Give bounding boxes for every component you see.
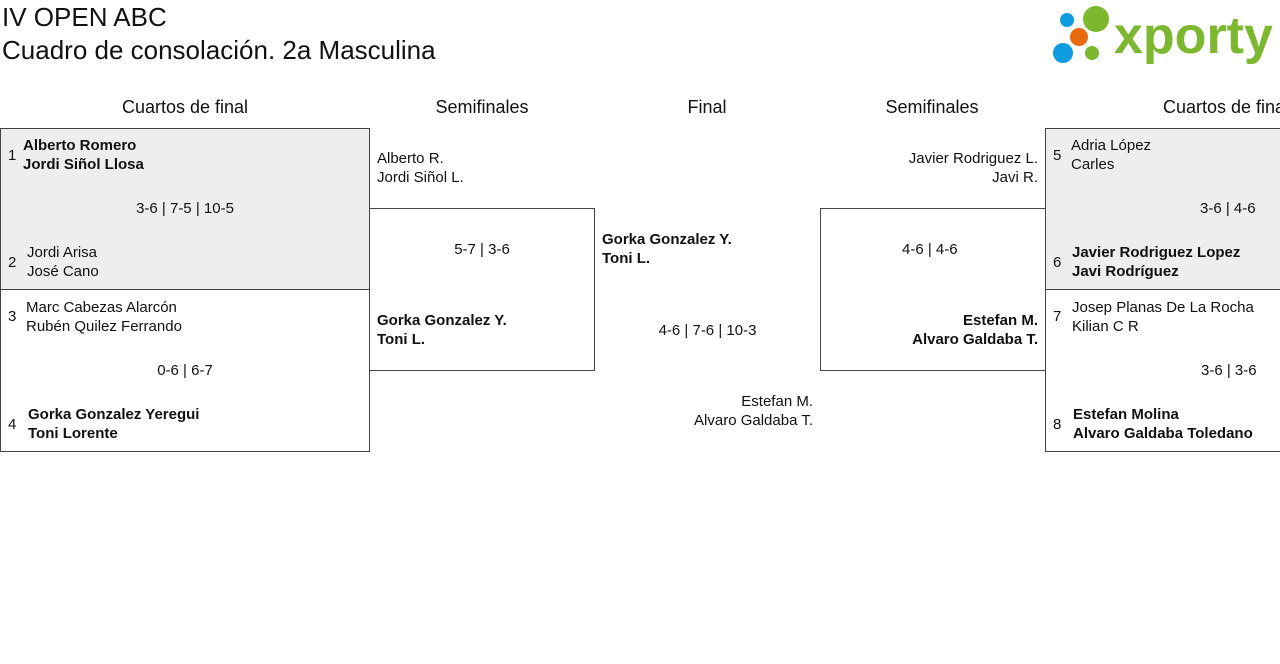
match-qf-3[interactable] — [1045, 128, 1280, 290]
page-subtitle: Cuadro de consolación. 2a Masculina — [2, 35, 436, 65]
team-name: Javier Rodriguez Lopez — [1072, 244, 1241, 261]
team-name: José Cano — [27, 263, 99, 280]
round-header-right-semifinals: Semifinales — [885, 97, 979, 117]
seed-number: 1 — [8, 147, 17, 164]
team-name: Toni Lorente — [28, 425, 118, 442]
match-score: 3-6 | 7-5 | 10-5 — [136, 200, 234, 217]
team-name: Jordi Arisa — [27, 244, 98, 261]
round-header-right-quarterfinals: Cuartos de final — [1163, 97, 1280, 117]
round-header-left-quarterfinals: Cuartos de final — [121, 97, 249, 117]
team-name: Gorka Gonzalez Y. — [602, 231, 732, 248]
team-name: Gorka Gonzalez Yeregui — [28, 406, 200, 423]
team-name: Javi Rodríguez — [1072, 263, 1179, 280]
seed-number: 2 — [8, 254, 17, 271]
seed-number: 8 — [1053, 416, 1062, 433]
round-header-left-semifinals: Semifinales — [435, 97, 529, 117]
team-name: Adria López — [1071, 137, 1152, 154]
team-name: Alvaro Galdaba Toledano — [1073, 425, 1253, 442]
seed-number: 4 — [8, 416, 17, 433]
match-score: 4-6 | 7-6 | 10-3 — [658, 322, 757, 339]
team-name: Estefan M. — [962, 312, 1038, 329]
team-name: Toni L. — [377, 331, 426, 348]
team-name: Marc Cabezas Alarcón — [26, 299, 177, 316]
match-score: 3-6 | 4-6 — [1200, 200, 1256, 217]
seed-number: 5 — [1053, 147, 1062, 164]
team-name: Estefan Molina — [1073, 406, 1179, 423]
team-name: Jordi Siñol Llosa — [23, 156, 144, 173]
match-score: 0-6 | 6-7 — [157, 362, 213, 379]
team-name: Kilian C R — [1072, 318, 1139, 335]
team-name: Gorka Gonzalez Y. — [377, 312, 507, 329]
team-name: Alberto Romero — [23, 137, 137, 154]
team-name: Estefan M. — [741, 393, 813, 410]
svg-text:xporty: xporty — [1114, 7, 1273, 65]
match-score: 5-7 | 3-6 — [454, 241, 510, 258]
match-sf-1[interactable] — [369, 208, 595, 371]
team-name: Javier Rodriguez L. — [908, 150, 1038, 167]
team-name: Alvaro Galdaba T. — [694, 412, 813, 429]
page-title: IV OPEN ABC — [2, 2, 167, 32]
match-qf-1[interactable] — [0, 128, 370, 290]
round-header-final: Final — [687, 97, 727, 117]
seed-number: 7 — [1053, 308, 1062, 325]
team-name: Josep Planas De La Rocha — [1072, 299, 1254, 316]
team-name: Alvaro Galdaba T. — [912, 331, 1038, 348]
seed-number: 3 — [8, 308, 17, 325]
seed-number: 6 — [1053, 254, 1062, 271]
match-score: 4-6 | 4-6 — [902, 241, 958, 258]
team-name: Jordi Siñol L. — [377, 169, 464, 186]
team-name: Toni L. — [602, 250, 651, 267]
team-name: Carles — [1071, 156, 1115, 173]
team-name: Rubén Quilez Ferrando — [26, 318, 182, 335]
match-score: 3-6 | 3-6 — [1201, 362, 1257, 379]
team-name: Alberto R. — [377, 150, 444, 167]
team-name: Javi R. — [992, 169, 1038, 186]
xporty-logo: xporty — [1052, 4, 1277, 66]
match-qf-4[interactable] — [1045, 289, 1280, 452]
